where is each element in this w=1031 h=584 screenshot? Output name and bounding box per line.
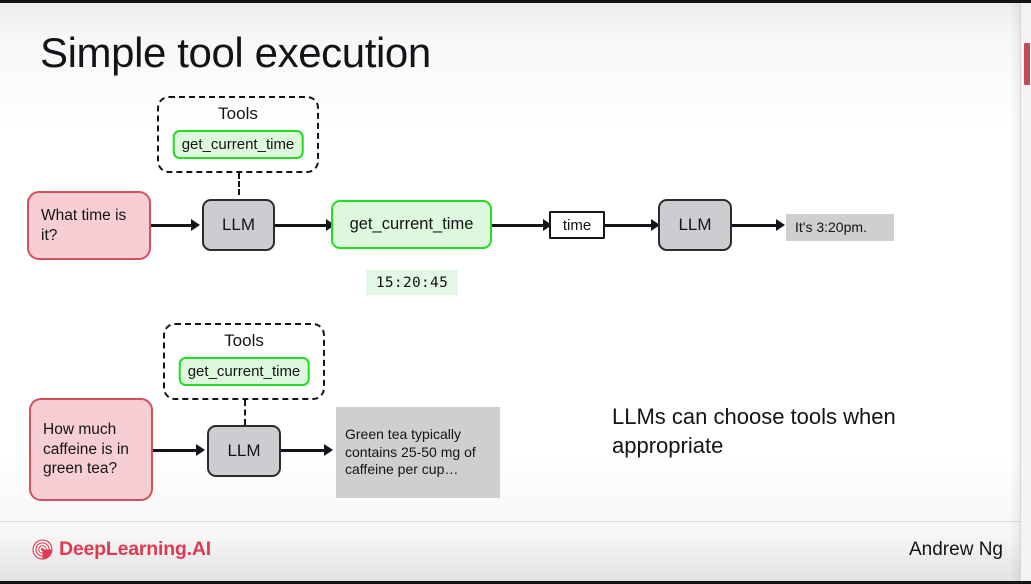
- tool-call-box: get_current_time: [331, 200, 492, 249]
- arrow-head-query-to-llm-bottom: [196, 444, 205, 456]
- user-query-text-bottom: How much caffeine is in green tea?: [43, 420, 129, 478]
- tool-chip-get-current-time-top[interactable]: get_current_time: [172, 130, 304, 159]
- author-name: Andrew Ng: [909, 539, 1003, 560]
- user-query-box-bottom: How much caffeine is in green tea?: [29, 398, 153, 501]
- dashed-connector-tools-to-llm-bottom: [244, 400, 246, 425]
- arrow-head-query-to-llm-top: [191, 219, 200, 231]
- arrow-head-llm2-to-answer: [776, 219, 785, 231]
- footer-divider: [0, 521, 1031, 522]
- tools-panel-top-label: Tools: [218, 104, 258, 123]
- answer-text-bottom: Green tea typically contains 25-50 mg of…: [345, 426, 476, 478]
- user-query-box-top: What time is it?: [27, 191, 151, 260]
- right-edge-shadow: [1010, 3, 1020, 581]
- final-answer-box: It's 3:20pm.: [786, 214, 894, 241]
- slide-footer: DeepLearning.AI Andrew Ng: [0, 522, 1031, 581]
- arrow-head-toolcall-to-time: [543, 219, 552, 231]
- tool-chip-get-current-time-bottom[interactable]: get_current_time: [178, 357, 310, 386]
- page-title: Simple tool execution: [40, 29, 431, 76]
- arrow-head-llm-to-toolcall-top: [326, 219, 335, 231]
- llm-node-bottom-label: LLM: [227, 441, 261, 460]
- tool-result-value: 15:20:45: [366, 270, 458, 295]
- arrow-line-llm2-to-answer: [732, 224, 780, 227]
- llm-node-top-2: LLM: [658, 199, 732, 251]
- arrow-line-llm-to-answer-bottom: [281, 449, 328, 452]
- tool-result-name-label: time: [562, 216, 592, 234]
- dashed-connector-tools-to-llm-top: [238, 173, 240, 195]
- arrow-line-llm-to-toolcall-top: [275, 224, 330, 227]
- tools-panel-top: Tools get_current_time: [157, 96, 319, 173]
- tools-panel-bottom: Tools get_current_time: [163, 323, 325, 400]
- answer-box-bottom: Green tea typically contains 25-50 mg of…: [336, 407, 500, 498]
- llm-node-top-2-label: LLM: [678, 215, 712, 234]
- arrow-line-toolcall-to-time: [492, 224, 547, 227]
- final-answer-text: It's 3:20pm.: [795, 218, 867, 235]
- arrow-line-query-to-llm-bottom: [153, 449, 198, 452]
- arrow-head-llm-to-answer-bottom: [324, 444, 333, 456]
- slide-caption: LLMs can choose tools when appropriate: [612, 404, 896, 458]
- scrollbar-track[interactable]: [1020, 3, 1031, 581]
- llm-node-top-1-label: LLM: [221, 215, 256, 234]
- brand-logo: DeepLearning.AI: [32, 538, 211, 561]
- llm-node-bottom: LLM: [207, 425, 281, 477]
- arrow-line-query-to-llm-top: [151, 224, 193, 227]
- user-query-text-top: What time is it?: [41, 206, 127, 244]
- tool-result-value-text: 15:20:45: [375, 274, 449, 291]
- arrow-line-time-to-llm2: [605, 224, 655, 227]
- llm-node-top-1: LLM: [202, 199, 275, 251]
- arrow-head-time-to-llm2: [651, 219, 660, 231]
- brand-name: DeepLearning.AI: [59, 538, 211, 560]
- tool-result-name-box: time: [549, 211, 605, 239]
- tools-panel-bottom-label: Tools: [224, 331, 264, 350]
- scrollbar-thumb[interactable]: [1024, 43, 1030, 85]
- tool-call-label: get_current_time: [349, 215, 474, 233]
- deeplearning-spiral-icon: [32, 539, 53, 560]
